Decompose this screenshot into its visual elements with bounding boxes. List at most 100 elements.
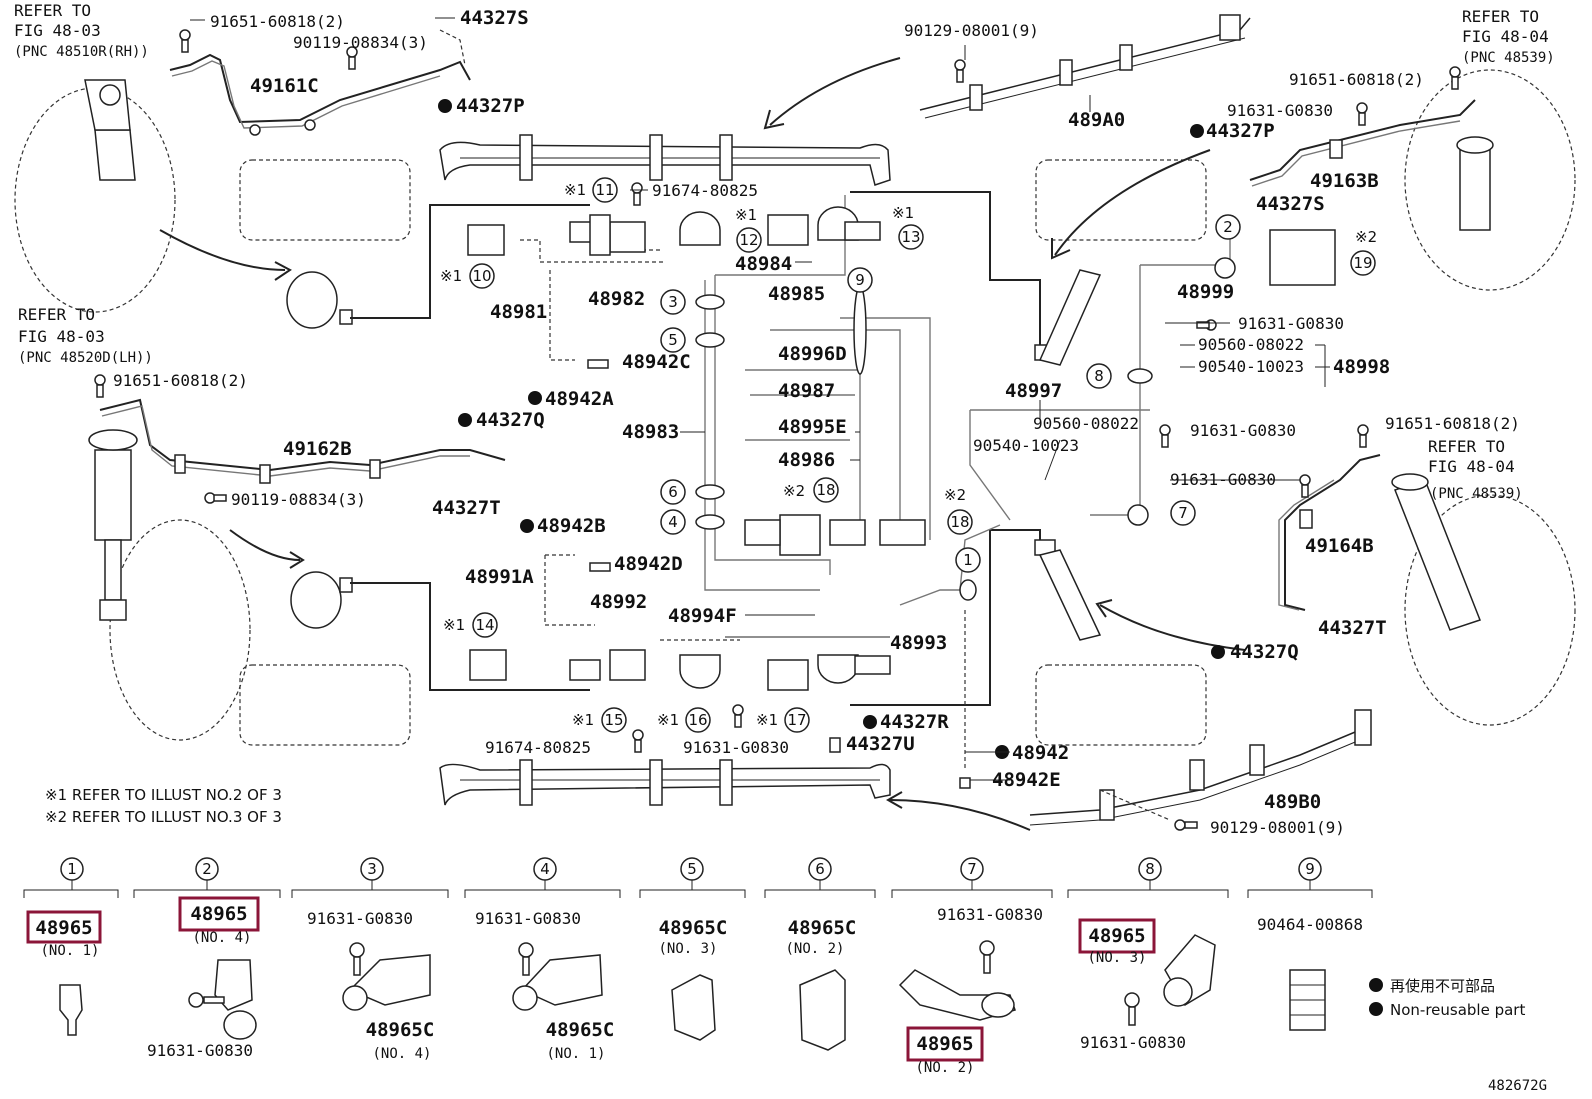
svg-text:91631-G0830: 91631-G0830 bbox=[147, 1041, 253, 1060]
wheel-well-fr bbox=[1035, 159, 1207, 241]
label-91631-G0830-c: 91631-G0830 bbox=[1190, 421, 1296, 440]
label-48985: 48985 bbox=[768, 283, 825, 305]
svg-text:48965: 48965 bbox=[190, 903, 247, 925]
label-49164B: 49164B bbox=[1305, 535, 1374, 557]
legend-en: Non-reusable part bbox=[1390, 1001, 1525, 1019]
svg-text:(NO. 4): (NO. 4) bbox=[372, 1046, 431, 1062]
svg-text:※2: ※2 bbox=[783, 482, 805, 500]
wheel-well-fl bbox=[239, 159, 411, 241]
ref-marks: ※1 ※1 ※1 ※2 ※1 ※2 ※2 ※1 ※1 ※1 ※1 bbox=[440, 181, 1377, 729]
detail-5: 5 48965C (NO. 3) bbox=[639, 857, 746, 1041]
label-91631-G0830-e: 91631-G0830 bbox=[683, 738, 789, 757]
svg-text:(NO. 2): (NO. 2) bbox=[785, 941, 844, 957]
svg-text:(NO. 3): (NO. 3) bbox=[658, 941, 717, 957]
height-control-tube-49164B bbox=[1278, 454, 1381, 611]
label-90540-10023-a: 90540-10023 bbox=[1198, 357, 1304, 376]
svg-text:48965C: 48965C bbox=[659, 917, 728, 939]
label-49161C: 49161C bbox=[250, 75, 319, 97]
label-48982: 48982 bbox=[588, 288, 645, 310]
label-48942D: 48942D bbox=[614, 553, 683, 575]
bolts bbox=[94, 29, 1461, 831]
label-48942: 48942 bbox=[1012, 742, 1069, 764]
svg-text:48965: 48965 bbox=[916, 1033, 973, 1055]
label-44327Q-a: 44327Q bbox=[476, 409, 545, 431]
detail-7: 7 91631-G0830 48965 (NO. 2) bbox=[891, 857, 1053, 1076]
svg-text:91631-G0830: 91631-G0830 bbox=[475, 909, 581, 928]
svg-text:6: 6 bbox=[815, 860, 825, 878]
svg-text:REFER TO: REFER TO bbox=[1462, 7, 1539, 26]
callout-6: 6 bbox=[668, 483, 678, 501]
svg-text:REFER TO: REFER TO bbox=[1428, 437, 1505, 456]
svg-text:48965C: 48965C bbox=[546, 1019, 615, 1041]
callout-11: 11 bbox=[595, 181, 614, 199]
clamp-48965C-no1-icon bbox=[520, 954, 603, 1006]
callout-circles: 11 12 13 10 2 19 3 5 9 8 6 4 18 18 7 1 1… bbox=[469, 177, 1376, 733]
callout-15: 15 bbox=[604, 711, 623, 729]
svg-text:(PNC 48539): (PNC 48539) bbox=[1430, 486, 1523, 502]
callout-5: 5 bbox=[668, 331, 678, 349]
label-48983: 48983 bbox=[622, 421, 679, 443]
svg-text:※2: ※2 bbox=[1355, 228, 1377, 246]
clamp-no1-icon bbox=[59, 984, 83, 1036]
label-48998: 48998 bbox=[1333, 356, 1390, 378]
clamp-48965C-no2-icon bbox=[799, 969, 846, 1051]
label-489B0: 489B0 bbox=[1264, 791, 1321, 813]
detail-8: 8 48965 (NO. 3) 91631-G0830 bbox=[1067, 857, 1229, 1052]
height-control-tube-49161C bbox=[169, 53, 471, 136]
line-clamps bbox=[695, 257, 1236, 601]
callout-7: 7 bbox=[1178, 504, 1188, 522]
detail-oval-ml bbox=[109, 519, 251, 741]
label-91651-60818-c: 91651-60818(2) bbox=[113, 371, 248, 390]
part-labels: 91651-60818(2) 44327S 90119-08834(3) 491… bbox=[113, 7, 1520, 837]
tube-assembly-489B0 bbox=[1029, 709, 1372, 826]
label-90560-08022-b: 90560-08022 bbox=[1033, 414, 1139, 433]
detail-oval-tr bbox=[1404, 69, 1576, 291]
svg-text:※1: ※1 bbox=[657, 711, 679, 729]
clamp-48965C-no3-icon bbox=[671, 974, 716, 1041]
label-44327S-a: 44327S bbox=[460, 7, 529, 29]
callout-9: 9 bbox=[855, 271, 865, 289]
detail-1-highlight bbox=[26, 910, 102, 944]
svg-text:4: 4 bbox=[540, 860, 550, 878]
label-44327T-b: 44327T bbox=[1318, 617, 1387, 639]
label-48994F: 48994F bbox=[668, 605, 737, 627]
label-90119-08834-b: 90119-08834(3) bbox=[231, 490, 366, 509]
svg-text:※1: ※1 bbox=[756, 711, 778, 729]
label-48942B: 48942B bbox=[537, 515, 606, 537]
label-48942E: 48942E bbox=[992, 769, 1061, 791]
label-48942A: 48942A bbox=[545, 388, 614, 410]
solenoid-valves bbox=[467, 206, 1336, 691]
refer-to-mr: REFER TO FIG 48-04 (PNC 48539) bbox=[1428, 437, 1523, 502]
svg-text:9: 9 bbox=[1305, 860, 1315, 878]
label-90129-08001-a: 90129-08001(9) bbox=[904, 21, 1039, 40]
svg-text:7: 7 bbox=[967, 860, 977, 878]
svg-text:※1: ※1 bbox=[440, 267, 462, 285]
label-48991A: 48991A bbox=[465, 566, 534, 588]
label-48942C: 48942C bbox=[622, 351, 691, 373]
label-48987: 48987 bbox=[778, 380, 835, 402]
legend-jp: 再使用不可部品 bbox=[1390, 977, 1495, 995]
height-control-tube-49163B bbox=[1249, 99, 1476, 187]
label-48992: 48992 bbox=[590, 591, 647, 613]
label-91651-60818-d: 91651-60818(2) bbox=[1385, 414, 1520, 433]
svg-text:91631-G0830: 91631-G0830 bbox=[1080, 1033, 1186, 1052]
svg-text:48965: 48965 bbox=[1088, 925, 1145, 947]
svg-text:(PNC 48539): (PNC 48539) bbox=[1462, 50, 1555, 66]
label-90119-08834-a: 90119-08834(3) bbox=[293, 33, 428, 52]
svg-text:91631-G0830: 91631-G0830 bbox=[307, 909, 413, 928]
callout-4: 4 bbox=[668, 513, 678, 531]
svg-text:※1: ※1 bbox=[443, 616, 465, 634]
accumulator-front-left bbox=[286, 271, 353, 329]
label-44327U: 44327U bbox=[846, 733, 915, 755]
note-1: ※1 REFER TO ILLUST NO.2 OF 3 bbox=[45, 786, 282, 804]
callout-13: 13 bbox=[901, 228, 920, 246]
wheel-well-rr bbox=[1035, 664, 1207, 746]
label-48986: 48986 bbox=[778, 449, 835, 471]
detail-7-highlight bbox=[906, 1026, 984, 1062]
detail-1: 1 48965 (NO. 1) bbox=[23, 857, 119, 1036]
callout-8: 8 bbox=[1094, 367, 1104, 385]
refer-to-tl: REFER TO FIG 48-03 (PNC 48510R(RH)) bbox=[14, 1, 149, 60]
label-44327P-b: 44327P bbox=[1206, 120, 1275, 142]
detail-2: 2 48965 (NO. 4) 91631-G0830 bbox=[133, 857, 281, 1060]
note-2: ※2 REFER TO ILLUST NO.3 OF 3 bbox=[45, 808, 282, 826]
